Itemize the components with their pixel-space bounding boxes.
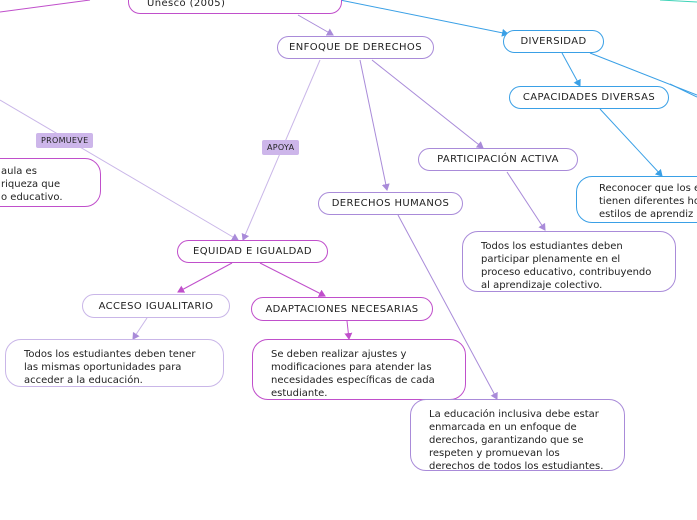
link-derechos-text (397, 214, 498, 400)
derechos-humanos-label: DERECHOS HUMANOS (331, 198, 450, 209)
equidad-igualdad-node[interactable]: EQUIDAD E IGUALDAD (177, 240, 328, 263)
text-line: participar plenamente en el (481, 254, 621, 265)
derechos-text-box[interactable]: La educación inclusiva debe estar enmarc… (410, 399, 625, 472)
enfoque-derechos-node[interactable]: ENFOQUE DE DERECHOS (277, 36, 434, 59)
link-equidad-adaptaciones (259, 262, 326, 297)
participacion-activa-label: PARTICIPACIÓN ACTIVA (437, 154, 559, 165)
link-acceso-text (132, 317, 148, 340)
link-root-diversidad (339, 0, 509, 37)
link-offscreen-right (659, 0, 697, 3)
text-line: Reconocer que los e (599, 183, 697, 194)
promueve-tag: PROMUEVE (36, 133, 94, 148)
enfoque-derechos-label: ENFOQUE DE DERECHOS (289, 42, 422, 53)
capacidades-diversas-label: CAPACIDADES DIVERSAS (522, 92, 656, 103)
diversidad-label: DIVERSIDAD (520, 36, 587, 47)
text-line: respeten y promuevan los (429, 448, 560, 459)
text-line: proceso educativo, contribuyendo (481, 267, 652, 278)
link-participacion-text (506, 171, 546, 231)
link-capacidades-text (599, 108, 663, 177)
text-line: modificaciones para atender las (271, 362, 432, 373)
text-line: acceder a la educación. (24, 375, 143, 386)
text-line: Todos los estudiantes deben (481, 241, 623, 252)
link-enfoque-derechos (359, 59, 390, 191)
text-line: Se deben realizar ajustes y (271, 349, 407, 360)
capacidades-diversas-node[interactable]: CAPACIDADES DIVERSAS (509, 86, 669, 109)
text-line: o educativo. (1, 192, 63, 203)
link-equidad-acceso (177, 262, 233, 293)
adaptaciones-necesarias-label: ADAPTACIONES NECESARIAS (265, 303, 419, 315)
text-line: Todos los estudiantes deben tener (24, 349, 196, 360)
link-capacidades-offscreen (669, 83, 697, 98)
link-enfoque-participacion (371, 59, 484, 149)
adaptaciones-necesarias-node[interactable]: ADAPTACIONES NECESARIAS (251, 297, 433, 321)
diversidad-text-box[interactable]: Reconocer que los e tienen diferentes ho… (576, 176, 697, 223)
link-offscreen-left (0, 0, 91, 13)
link-adaptaciones-text (344, 320, 353, 340)
text-line: al aprendizaje colectivo. (481, 280, 603, 291)
acceso-igualitario-label: ACCESO IGUALITARIO (98, 300, 214, 312)
adaptaciones-text-box[interactable]: Se deben realizar ajustes y modificacion… (252, 339, 466, 400)
acceso-text-box[interactable]: Todos los estudiantes deben tener las mi… (5, 339, 224, 387)
root-node[interactable]: Unesco (2005) (128, 0, 342, 14)
participacion-text-box[interactable]: Todos los estudiantes deben participar p… (462, 231, 676, 292)
link-left-equidad (0, 99, 239, 241)
text-line: enmarcada en un enfoque de (429, 422, 577, 433)
participacion-activa-node[interactable]: PARTICIPACIÓN ACTIVA (418, 148, 578, 171)
text-line: las mismas oportunidades para (24, 362, 182, 373)
link-root-enfoque (297, 14, 334, 36)
apoya-tag: APOYA (262, 140, 300, 155)
diversidad-node[interactable]: DIVERSIDAD (503, 30, 604, 53)
text-line: estudiante. (271, 388, 328, 399)
equidad-igualdad-label: EQUIDAD E IGUALDAD (193, 246, 312, 257)
text-line: tienen diferentes ho (599, 196, 697, 207)
left-partial-text-box[interactable]: aula es riqueza que o educativo. (0, 158, 101, 207)
text-line: riqueza que (1, 179, 61, 190)
text-line: derechos de todos los estudiantes. (429, 461, 604, 472)
promueve-label: PROMUEVE (41, 136, 89, 145)
derechos-humanos-node[interactable]: DERECHOS HUMANOS (318, 192, 463, 215)
root-node-label: Unesco (2005) (147, 0, 226, 9)
text-line: derechos, garantizando que se (429, 435, 584, 446)
link-diversidad-capacidades (561, 52, 581, 87)
text-line: aula es (1, 166, 37, 177)
acceso-igualitario-node[interactable]: ACCESO IGUALITARIO (82, 294, 230, 318)
apoya-label: APOYA (267, 143, 295, 152)
text-line: necesidades específicas de cada (271, 375, 435, 386)
text-line: La educación inclusiva debe estar (429, 409, 599, 420)
text-line: estilos de aprendiz (599, 209, 694, 220)
